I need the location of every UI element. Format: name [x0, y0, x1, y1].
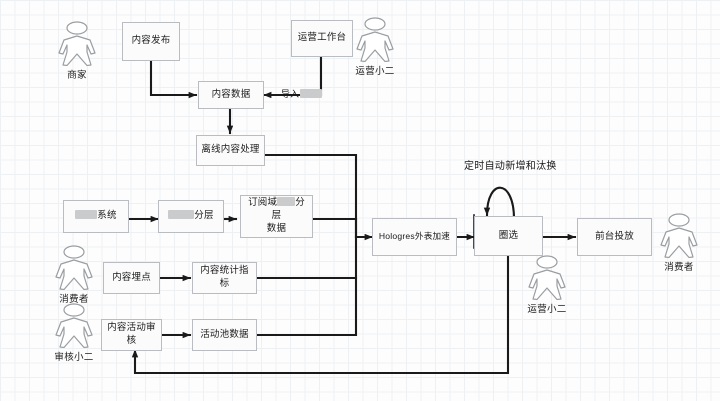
node-activity-pool-data[interactable]: 活动池数据 — [192, 319, 257, 351]
node-xx-system[interactable]: 系统 — [63, 200, 129, 233]
node-label: 内容活动审核 — [107, 322, 156, 346]
node-xx-tiering[interactable]: 分层 — [158, 200, 224, 233]
node-label: 圈选 — [498, 229, 519, 241]
redaction-bar — [168, 210, 195, 220]
actor-label: 消费者 — [664, 262, 694, 273]
actor-ops-staff-mid: 运营小二 — [526, 255, 568, 315]
wire-pool-to-bus — [255, 276, 358, 337]
person-icon — [58, 21, 96, 66]
node-label-line2: 数据 — [266, 222, 287, 234]
node-content-activity-audit[interactable]: 内容活动审核 — [101, 319, 162, 351]
person-icon — [356, 17, 394, 62]
actor-label: 审核小二 — [54, 352, 94, 363]
node-label: Hologres外表加速 — [378, 231, 451, 242]
node-content-data[interactable]: 内容数据 — [198, 81, 264, 109]
wire-selection-feedback-to-audit — [131, 254, 510, 375]
person-icon — [660, 213, 698, 258]
node-ops-workbench[interactable]: 运营工作台 — [291, 20, 353, 57]
node-label: 内容数据 — [211, 88, 251, 100]
actor-label: 消费者 — [59, 294, 89, 305]
node-label: 内容发布 — [131, 35, 171, 47]
actor-consumer-left: 消费者 — [53, 245, 95, 305]
person-icon — [55, 303, 93, 348]
actor-label: 商家 — [67, 70, 87, 81]
actor-label: 运营小二 — [355, 66, 395, 77]
wire-selection-selfloop — [483, 186, 516, 221]
node-content-stats[interactable]: 内容统计指标 — [192, 262, 257, 294]
node-label-redacted: 系统 — [75, 210, 116, 223]
node-label: 运营工作台 — [297, 32, 347, 44]
node-label: 活动池数据 — [200, 328, 249, 340]
node-content-tracking[interactable]: 内容埋点 — [103, 262, 160, 294]
actor-auditor: 审核小二 — [53, 303, 95, 363]
redaction-bar — [277, 197, 296, 207]
node-label: 内容统计指标 — [200, 265, 249, 289]
edge-label-text: 导入 — [281, 89, 300, 99]
annotation-auto-refresh: 定时自动新增和汰换 — [464, 161, 557, 172]
node-offline-content-processing[interactable]: 离线内容处理 — [196, 135, 265, 166]
node-label: 离线内容处理 — [201, 144, 260, 156]
edge-label-import: 导入 — [281, 87, 323, 100]
node-hologres-accel[interactable]: Hologres外表加速 — [372, 218, 457, 256]
actor-merchant: 商家 — [56, 21, 98, 81]
node-selection[interactable]: 圈选 — [474, 216, 543, 256]
node-content-publish[interactable]: 内容发布 — [122, 22, 180, 61]
node-label: 内容埋点 — [112, 271, 151, 283]
node-label-line1: 订阅域分层 — [248, 197, 305, 222]
redaction-bar — [300, 89, 323, 98]
actor-ops-staff-top: 运营小二 — [354, 17, 396, 77]
node-subscribe-tier-data[interactable]: 订阅域分层 数据 — [240, 195, 313, 238]
person-icon — [528, 255, 566, 300]
node-label-redacted: 分层 — [168, 210, 213, 223]
redaction-bar — [75, 210, 98, 220]
node-label: 前台投放 — [595, 230, 634, 242]
actor-label: 运营小二 — [527, 304, 567, 315]
actor-consumer-right: 消费者 — [658, 213, 700, 273]
wire-publish-to-contentdata — [149, 59, 198, 99]
person-icon — [55, 245, 93, 290]
node-frontend-delivery[interactable]: 前台投放 — [577, 218, 652, 256]
